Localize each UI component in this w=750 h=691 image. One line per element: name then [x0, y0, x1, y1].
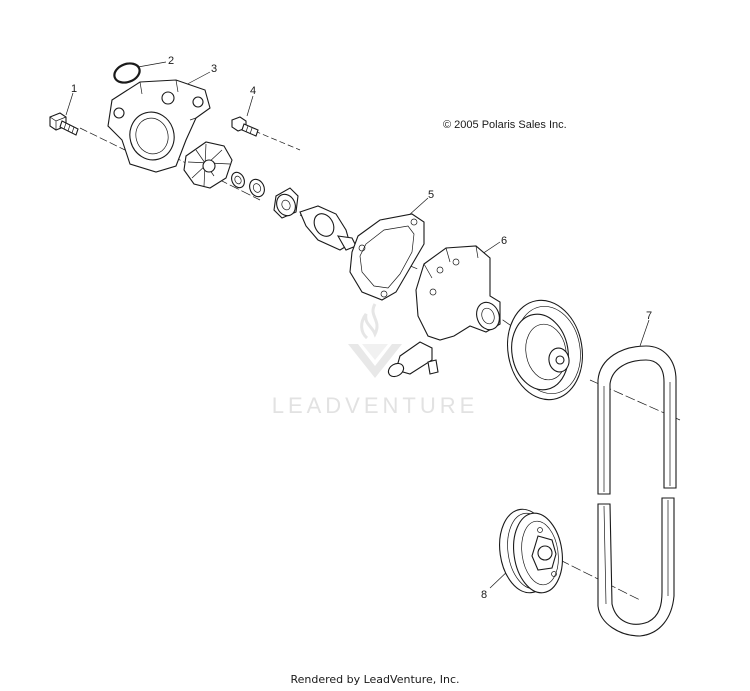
- bolt-icon[interactable]: [231, 116, 259, 137]
- shaft-icon: [299, 205, 357, 251]
- callout-4[interactable]: 4: [246, 85, 256, 117]
- watermark-text: LEADVENTURE: [271, 393, 479, 418]
- pump-cover-icon[interactable]: [107, 79, 211, 173]
- callout-number: 1: [71, 83, 77, 95]
- callout-7[interactable]: 7: [639, 310, 652, 347]
- render-credit-footer: Rendered by LeadVenture, Inc.: [290, 673, 460, 686]
- callout-number: 3: [211, 63, 217, 75]
- water-pump-housing-icon[interactable]: [386, 245, 503, 379]
- callout-1[interactable]: 1: [65, 83, 77, 116]
- callout-5[interactable]: 5: [407, 189, 434, 217]
- callout-number: 4: [250, 85, 256, 97]
- o-ring-icon[interactable]: [112, 60, 143, 86]
- pulley-icon[interactable]: [494, 506, 567, 596]
- callout-number: 8: [481, 589, 487, 601]
- bolt-icon[interactable]: [49, 112, 79, 136]
- callout-number: 7: [646, 310, 652, 322]
- gasket-icon[interactable]: [349, 213, 425, 301]
- seal-icon: [231, 171, 265, 198]
- callout-number: 2: [168, 55, 174, 67]
- drive-pulley-icon: [506, 299, 584, 401]
- impeller-icon: [183, 141, 233, 189]
- callout-number: 6: [501, 235, 507, 247]
- callout-number: 5: [428, 189, 434, 201]
- drive-belt-icon[interactable]: [597, 345, 677, 637]
- bearing-icon: [273, 187, 299, 219]
- callout-2[interactable]: 2: [137, 55, 174, 68]
- copyright-notice: © 2005 Polaris Sales Inc.: [443, 119, 567, 131]
- leadventure-logo-icon: [348, 303, 402, 378]
